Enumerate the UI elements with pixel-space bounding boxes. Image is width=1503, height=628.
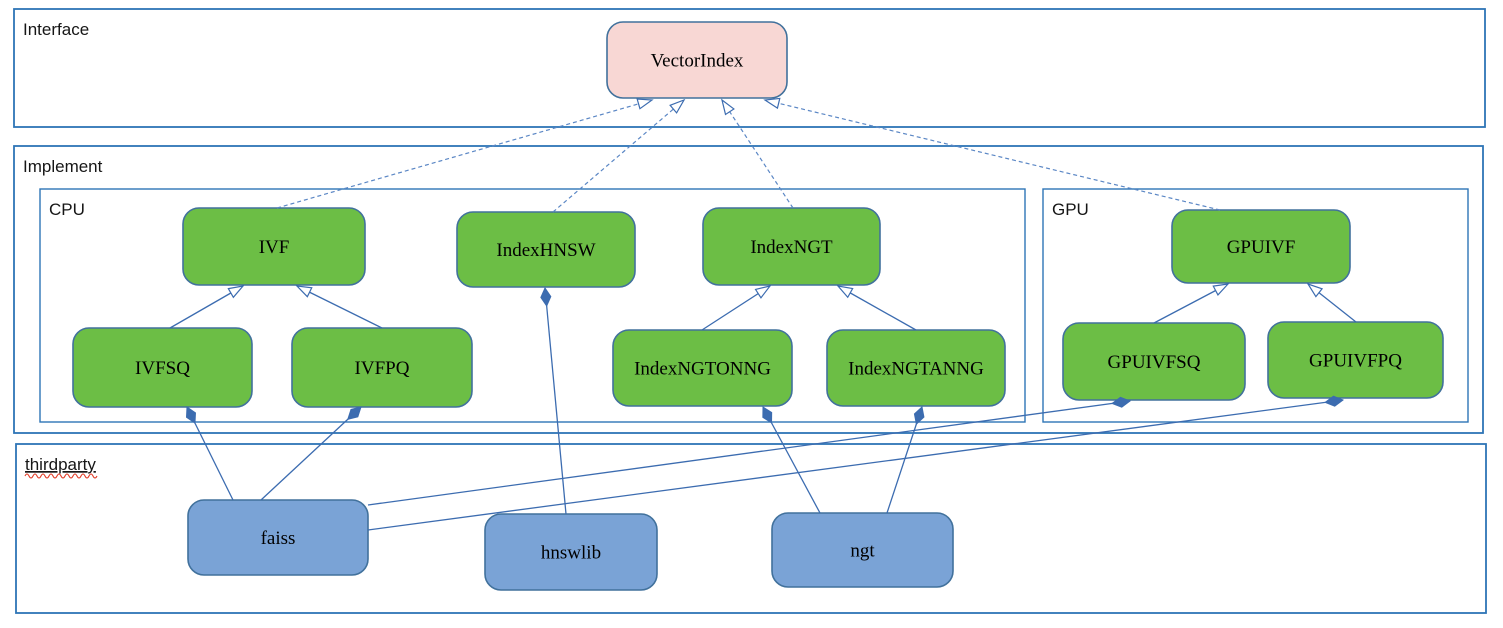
node-IVFSQ: IVFSQ	[72, 327, 253, 408]
node-IndexHNSW-label: IndexHNSW	[496, 240, 595, 261]
container-thirdparty-border	[15, 443, 1487, 614]
node-hnswlib-label: hnswlib	[541, 543, 601, 564]
spellcheck-squiggle	[24, 473, 98, 479]
node-GPUIVF-label: GPUIVF	[1227, 237, 1296, 258]
node-IndexHNSW: IndexHNSW	[456, 211, 636, 288]
node-IVF-shape	[182, 207, 366, 286]
node-IVF-label: IVF	[259, 237, 290, 258]
container-thirdparty-label: thirdparty	[25, 455, 96, 474]
container-implement-label: Implement	[23, 157, 103, 176]
edge-realization-GPUIVF-to-VectorIndex	[763, 97, 1221, 211]
edge-inheritance-GPUIVFPQ-to-GPUIVF	[1306, 282, 1357, 323]
edge-inheritance-IVFPQ-to-IVF	[295, 285, 383, 329]
edge-composition-ngt-to-IndexNGTONNG	[763, 407, 821, 514]
node-IVFSQ-label: IVFSQ	[135, 358, 190, 379]
edge-composition-hnswlib-to-IndexHNSW	[545, 288, 567, 515]
node-GPUIVF: GPUIVF	[1171, 209, 1351, 284]
node-VectorIndex-label: VectorIndex	[651, 51, 744, 72]
node-IndexNGT-shape	[702, 207, 881, 286]
container-cpu-border	[39, 188, 1026, 423]
edge-composition-faiss-to-IVFSQ	[187, 407, 234, 501]
node-IndexNGTANNG-label: IndexNGTANNG	[848, 359, 984, 380]
node-ngt: ngt	[771, 512, 954, 588]
edge-inheritance-IndexNGTANNG-to-IndexNGT	[836, 285, 917, 331]
node-ngt-label: ngt	[850, 541, 875, 562]
node-IndexNGT: IndexNGT	[702, 207, 881, 286]
container-implement: Implement	[13, 145, 1484, 434]
node-IndexNGTANNG: IndexNGTANNG	[826, 329, 1006, 407]
edge-composition-ngt-to-IndexNGTANNG	[886, 407, 922, 514]
node-IVF: IVF	[182, 207, 366, 286]
container-thirdparty: thirdparty	[15, 443, 1487, 614]
container-gpu-border	[1042, 188, 1469, 423]
node-faiss-label: faiss	[261, 528, 296, 549]
node-faiss: faiss	[187, 499, 369, 576]
edge-composition-faiss-to-GPUIVFSQ	[367, 401, 1130, 506]
node-hnswlib: hnswlib	[484, 513, 658, 591]
node-GPUIVFPQ-label: GPUIVFPQ	[1309, 351, 1402, 372]
container-implement-border	[13, 145, 1484, 434]
node-IVFPQ-label: IVFPQ	[355, 358, 410, 379]
container-cpu: CPU	[39, 188, 1026, 423]
node-IVFSQ-shape	[72, 327, 253, 408]
node-VectorIndex-shape	[606, 21, 788, 99]
node-hnswlib-shape	[484, 513, 658, 591]
container-gpu: GPU	[1042, 188, 1469, 423]
container-interface-label: Interface	[23, 20, 89, 39]
node-faiss-shape	[187, 499, 369, 576]
container-interface-border	[13, 8, 1486, 128]
node-VectorIndex: VectorIndex	[606, 21, 788, 99]
edge-realization-IndexNGT-to-VectorIndex	[721, 98, 794, 209]
node-IndexNGTONNG-label: IndexNGTONNG	[634, 359, 771, 380]
edge-realization-IndexHNSW-to-VectorIndex	[552, 98, 686, 213]
node-ngt-shape	[771, 512, 954, 588]
edge-inheritance-IndexNGTONNG-to-IndexNGT	[701, 285, 772, 331]
edge-composition-faiss-to-GPUIVFPQ	[367, 400, 1343, 531]
edge-inheritance-GPUIVFSQ-to-GPUIVF	[1153, 283, 1230, 324]
node-IVFPQ: IVFPQ	[291, 327, 473, 408]
node-IndexNGT-label: IndexNGT	[750, 237, 833, 258]
node-GPUIVFSQ: GPUIVFSQ	[1062, 322, 1246, 401]
node-GPUIVFSQ-label: GPUIVFSQ	[1108, 352, 1201, 373]
edge-realization-IVF-to-VectorIndex	[276, 98, 654, 209]
container-interface: Interface	[13, 8, 1486, 128]
container-gpu-label: GPU	[1052, 200, 1089, 219]
edge-inheritance-IVFSQ-to-IVF	[169, 285, 245, 329]
node-IndexNGTONNG: IndexNGTONNG	[612, 329, 793, 407]
edge-composition-faiss-to-IVFPQ	[260, 407, 361, 501]
node-GPUIVFPQ: GPUIVFPQ	[1267, 321, 1444, 399]
node-GPUIVF-shape	[1171, 209, 1351, 284]
container-cpu-label: CPU	[49, 200, 85, 219]
